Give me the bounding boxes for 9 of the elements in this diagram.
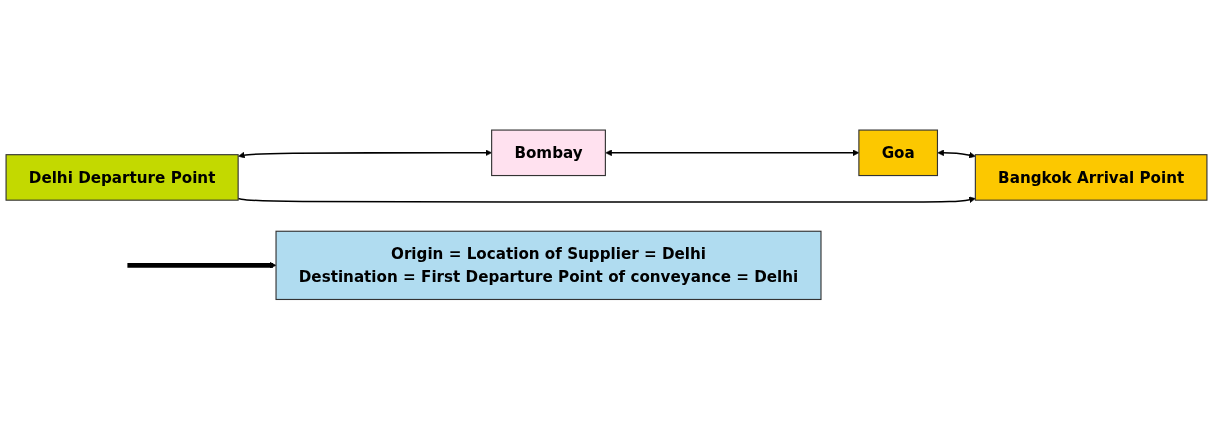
node-box: Bangkok Arrival Point xyxy=(974,154,1208,201)
node-box: Goa xyxy=(858,129,939,177)
node-box: Delhi Departure Point xyxy=(5,154,239,201)
arrow xyxy=(127,262,277,269)
arrow xyxy=(237,196,976,204)
node-box: Origin = Location of Supplier = Delhi Destination = First Departure Point of conveyance = Delhi xyxy=(275,230,822,301)
arrow xyxy=(238,149,492,159)
node-box: Bombay xyxy=(491,129,606,177)
arrow xyxy=(937,149,976,159)
